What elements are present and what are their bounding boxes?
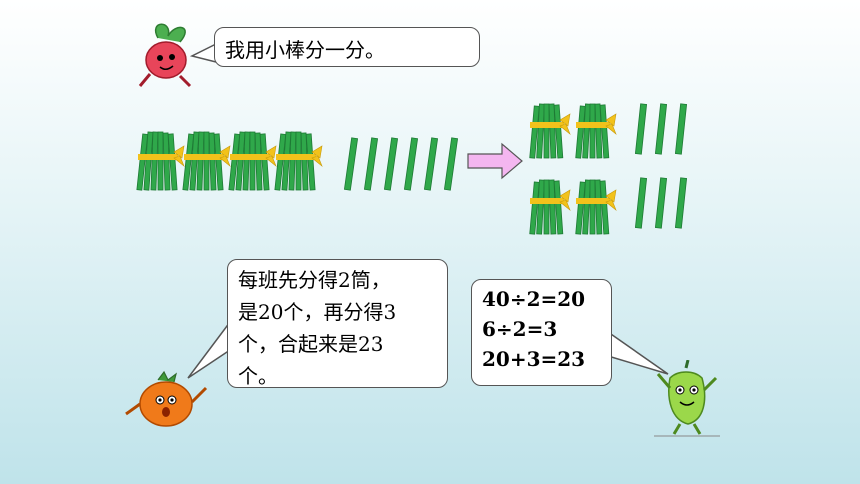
speech-tail-right xyxy=(607,331,669,375)
equation-1: 40÷2=20 xyxy=(482,287,586,311)
equation-3: 20+3=23 xyxy=(482,347,586,371)
radish-character-icon xyxy=(138,23,192,88)
speech-line-2: 是20个，再分得3 xyxy=(238,300,397,324)
sticks-initial xyxy=(136,131,458,191)
speech-line-1: 每班先分得2筒， xyxy=(238,268,391,292)
speech-tail-top xyxy=(190,43,217,63)
speech-text-top: 我用小棒分一分。 xyxy=(225,38,385,62)
equation-2: 6÷2=3 xyxy=(482,317,558,341)
speech-bubble-top: 我用小棒分一分。 xyxy=(214,27,480,67)
sticks-divided xyxy=(529,103,687,235)
speech-tail-left xyxy=(187,321,231,379)
pepper-character-icon xyxy=(654,360,720,437)
tomato-character-icon xyxy=(125,370,208,427)
right-arrow-icon xyxy=(467,142,523,180)
speech-line-4: 个。 xyxy=(238,364,278,388)
speech-bubble-right: 40÷2=20 6÷2=3 20+3=23 xyxy=(471,279,612,386)
speech-line-3: 个，合起来是23 xyxy=(238,332,384,356)
speech-bubble-left: 每班先分得2筒， 是20个，再分得3 个，合起来是23 个。 xyxy=(227,259,448,388)
